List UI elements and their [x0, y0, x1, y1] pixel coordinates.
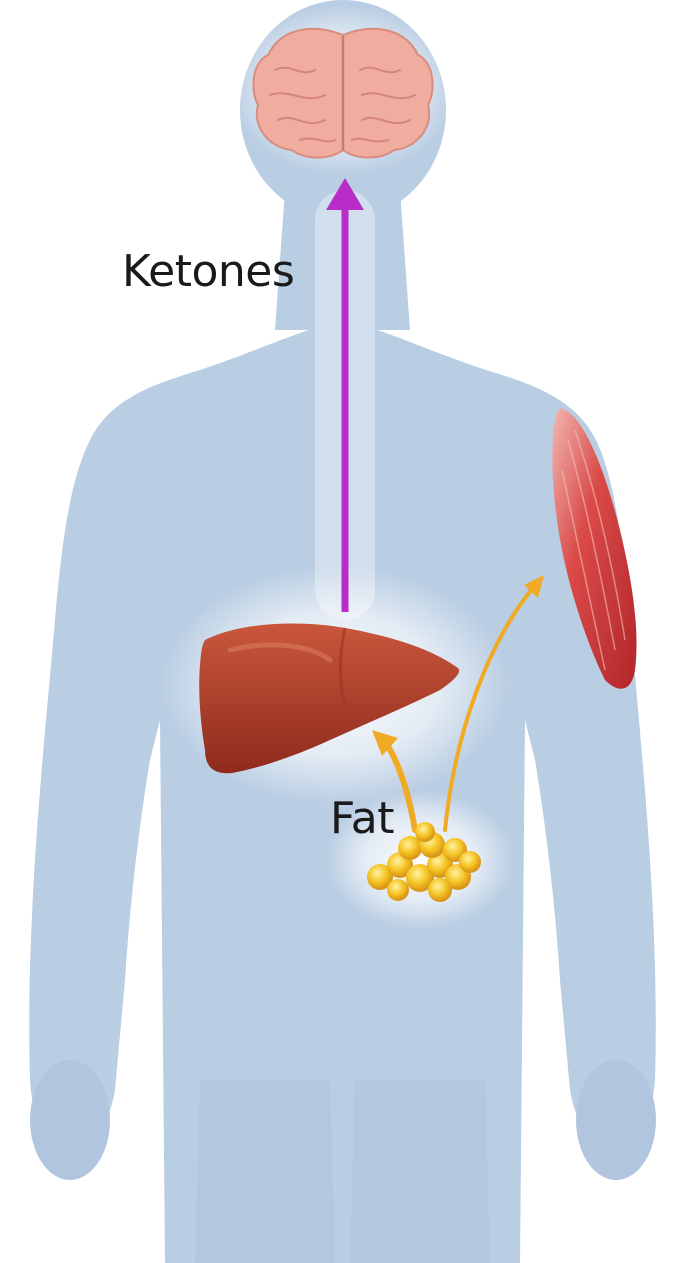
brain-icon — [253, 29, 432, 158]
fat-label: Fat — [330, 797, 394, 841]
ketones-label: Ketones — [122, 250, 294, 294]
